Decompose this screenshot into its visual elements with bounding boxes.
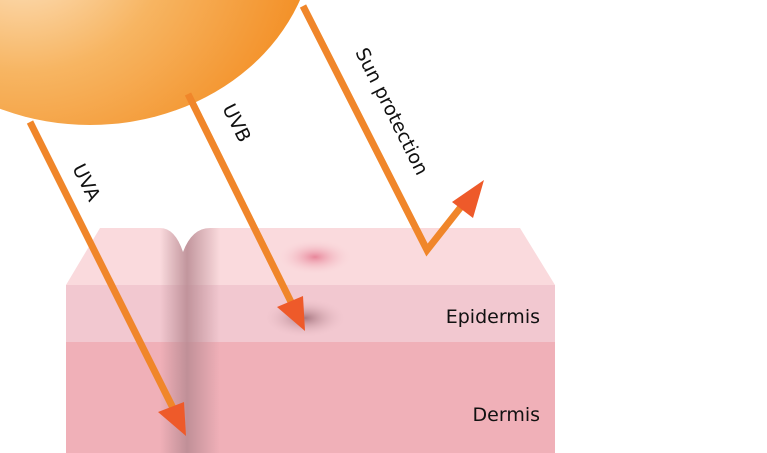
sunburn-spot (277, 239, 353, 275)
sun-protection-ray (299, 4, 484, 257)
epidermis-label: Epidermis (446, 306, 540, 328)
uvb-ray (184, 92, 305, 331)
skin-block (66, 228, 555, 453)
uva-label: UVA (68, 160, 105, 204)
sun-protection-label: Sun protection (351, 44, 433, 178)
groove-dip (160, 228, 210, 252)
dermis-layer (66, 342, 555, 453)
uvb-label: UVB (218, 100, 256, 146)
sun (0, 0, 300, 125)
reflection-arrowhead (452, 180, 484, 218)
damage-spot (263, 298, 347, 338)
dermis-label: Dermis (473, 404, 540, 426)
uvb-arrowhead (277, 296, 305, 331)
uva-arrowhead (158, 402, 186, 436)
uva-ray (26, 120, 186, 436)
